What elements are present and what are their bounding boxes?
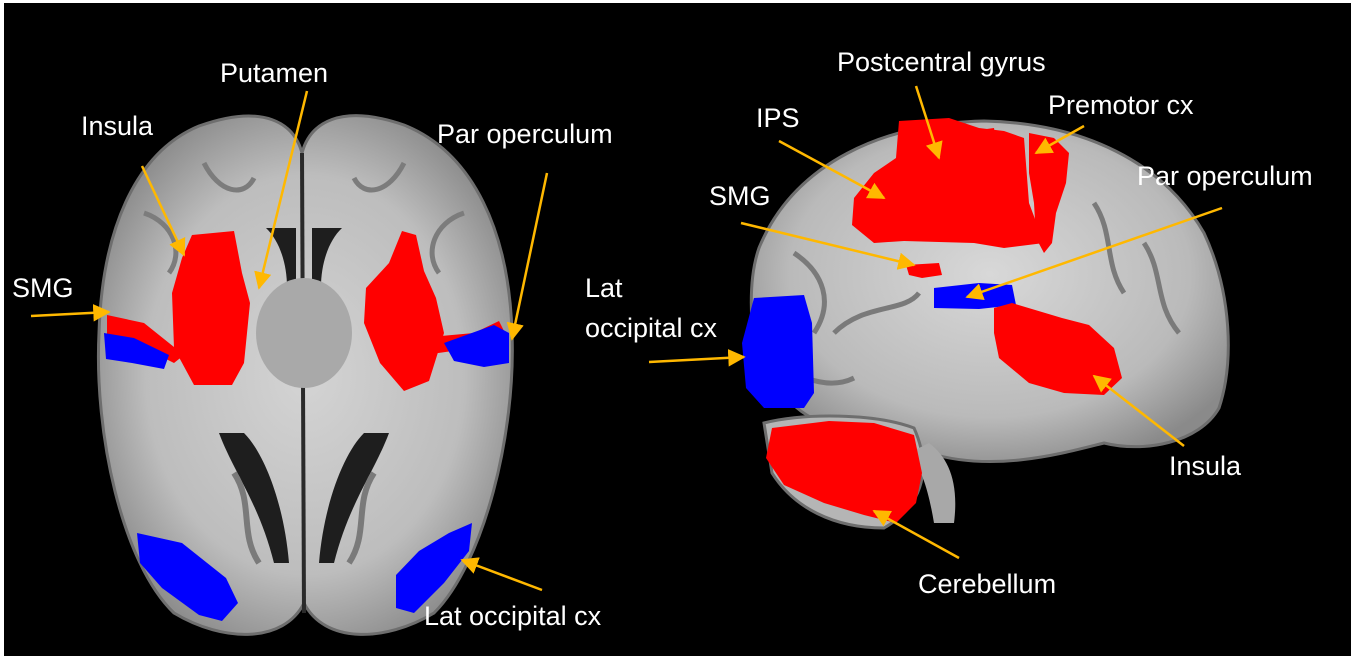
axial-activation-right-lat-occipital (396, 523, 472, 613)
sagittal-activation-insula (994, 303, 1122, 395)
arrow-lat-occipital-sagittal (648, 349, 746, 367)
label-smg-sagittal: SMG (709, 181, 771, 211)
label-putamen: Putamen (220, 58, 329, 88)
label-insula-sagittal: Insula (1169, 451, 1242, 481)
sagittal-activation-ips-postcentral (852, 118, 1044, 248)
label-ips: IPS (756, 103, 800, 133)
arrow-par-operculum-axial (506, 172, 549, 341)
arrow-insula-sagittal (1092, 374, 1185, 447)
sagittal-activation-lat-occipital (742, 295, 814, 408)
label-smg-axial: SMG (12, 273, 74, 303)
label-par-operculum-axial: Par operculum (437, 119, 613, 149)
label-cerebellum: Cerebellum (918, 569, 1057, 599)
label-postcentral-gyrus: Postcentral gyrus (837, 47, 1046, 77)
label-premotor-cx: Premotor cx (1048, 90, 1194, 120)
label-insula-axial: Insula (81, 111, 154, 141)
arrow-premotor (1034, 124, 1085, 155)
brain-activation-figure: Putamen Insula Par operculum SMG Lat occ… (4, 3, 1351, 656)
sagittal-activation-cerebellum (766, 421, 922, 523)
arrow-insula-axial (140, 165, 186, 257)
sagittal-activation-par-operculum (934, 283, 1016, 309)
axial-activation-left-smg (107, 315, 184, 363)
arrow-ips (778, 139, 886, 200)
arrow-putamen (254, 90, 309, 290)
axial-activation-right-par-operculum-blue (444, 325, 509, 367)
arrow-postcentral (914, 85, 943, 160)
label-par-operculum-sagittal: Par operculum (1137, 161, 1313, 191)
label-lat-occipital-sagittal-line1: Lat (585, 273, 623, 303)
annotation-arrows (30, 85, 1223, 592)
arrow-lat-occipital-axial (460, 557, 543, 592)
axial-activation-left-lat-occipital (137, 533, 238, 621)
brain-images (30, 85, 1230, 636)
arrow-par-operculum-sagittal (965, 206, 1223, 301)
label-lat-occipital-sagittal-line2: occipital cx (585, 313, 718, 343)
sagittal-activation-premotor (972, 128, 1069, 253)
arrow-smg-axial (30, 304, 111, 322)
axial-activation-left-insula-putamen (172, 231, 250, 385)
axial-activation-left-smg-blue (104, 333, 169, 369)
label-lat-occipital-axial: Lat occipital cx (424, 601, 602, 631)
arrow-smg-sagittal (740, 221, 916, 270)
arrow-cerebellum (872, 509, 960, 560)
